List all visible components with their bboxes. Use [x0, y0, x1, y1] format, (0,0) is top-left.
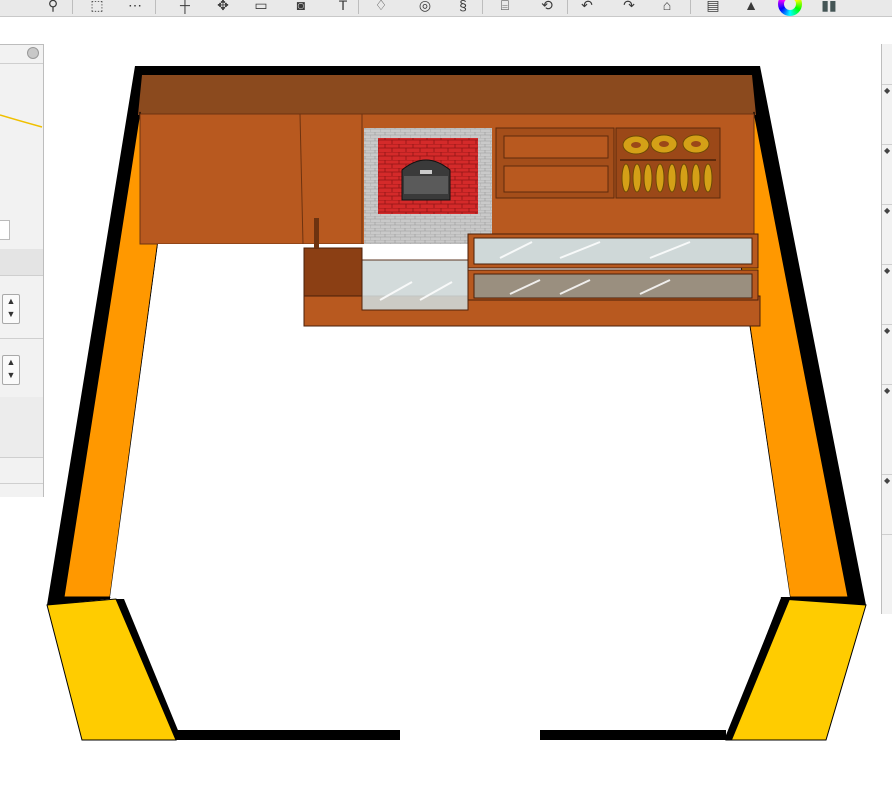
front-left-wall-edge: [116, 599, 182, 740]
value-stepper[interactable]: ▲ ▼: [2, 294, 20, 324]
baguette-group: [621, 163, 713, 193]
wall-seam: [299, 113, 304, 245]
layer-arrow-icon: ◆: [884, 266, 891, 275]
panel-header: [0, 45, 43, 64]
layer-arrow-icon: ◆: [884, 86, 891, 95]
layer-row[interactable]: ◆: [882, 144, 892, 205]
floor: [110, 244, 790, 597]
panels-icon[interactable]: ▮▮: [821, 0, 837, 13]
layer-row[interactable]: ◆: [882, 264, 892, 325]
text-icon[interactable]: T: [338, 0, 348, 13]
layer-arrow-icon: ◆: [884, 146, 891, 155]
panel-section: [0, 397, 43, 458]
marquee-icon[interactable]: ⬚: [90, 0, 104, 13]
shelf-compartment: [503, 165, 609, 193]
layer-row[interactable]: ◆: [882, 84, 892, 145]
counter-block: [303, 247, 363, 301]
toolbar-separator: [482, 0, 483, 14]
redo-icon[interactable]: ↷: [623, 0, 635, 13]
panel-close-icon[interactable]: [27, 47, 39, 59]
layer-arrow-icon: ◆: [884, 386, 891, 395]
layer-row[interactable]: ◆: [882, 474, 892, 535]
top-wall: [138, 75, 756, 115]
stepper-up-icon[interactable]: ▲: [6, 296, 16, 306]
counter-post: [314, 218, 319, 248]
panel-divider: [0, 337, 43, 339]
front-left-wall: [46, 598, 177, 741]
oven-handle: [420, 170, 432, 174]
stepper-down-icon[interactable]: ▼: [6, 309, 16, 319]
export-icon[interactable]: ⌂: [662, 0, 672, 13]
top-toolbar: ⚲ ⬚ ⋯ ┼ ✥ ▭ ◙ T ♢ ◎ § ⌸ ⟲ ↶ ↷ ⌂ ▤ ▲ ▮▮: [0, 0, 892, 17]
layer-row[interactable]: [882, 44, 892, 85]
stepper-down-icon[interactable]: ▼: [6, 370, 16, 380]
oven-door-panel: [404, 176, 448, 194]
bagel-group: [622, 134, 710, 155]
bucket-icon[interactable]: ◙: [296, 0, 306, 13]
rotate-icon[interactable]: ⟲: [541, 0, 553, 13]
glass-display-case: [361, 259, 469, 311]
toolbar-separator: [567, 0, 568, 14]
fill-icon[interactable]: ▲: [744, 0, 758, 13]
value-stepper[interactable]: ▲ ▼: [2, 355, 20, 385]
layer-arrow-icon: ◆: [884, 326, 891, 335]
layer-row[interactable]: ◆: [882, 384, 892, 475]
color-wheel-icon[interactable]: [778, 0, 802, 16]
zoom-icon[interactable]: ⚲: [47, 0, 59, 13]
panel-section: [0, 457, 43, 484]
lasso-select-icon[interactable]: ⋯: [128, 0, 142, 13]
toolbar-separator: [358, 0, 359, 14]
undo-icon[interactable]: ↶: [581, 0, 593, 13]
layers-icon[interactable]: ▤: [706, 0, 720, 13]
panel-section: [0, 249, 43, 276]
right-panel: ◆ ◆ ◆ ◆ ◆ ◆ ◆: [881, 44, 892, 614]
front-wall-base-right: [540, 730, 726, 740]
spiral-icon[interactable]: ◎: [418, 0, 432, 13]
crop-icon[interactable]: ┼: [180, 0, 190, 13]
move-icon[interactable]: ✥: [217, 0, 229, 13]
left-panel: ▲ ▼ ▲ ▼: [0, 44, 44, 497]
toolbar-separator: [72, 0, 73, 14]
layer-arrow-icon: ◆: [884, 476, 891, 485]
display-case-shelf: [473, 273, 753, 299]
layer-row[interactable]: ◆: [882, 204, 892, 265]
perspective-grid-icon[interactable]: ⌸: [500, 0, 510, 13]
glass-display-case: [473, 237, 753, 265]
shelf-compartment: [503, 135, 609, 159]
toolbar-separator: [155, 0, 156, 14]
stepper-up-icon[interactable]: ▲: [6, 357, 16, 367]
transform-icon[interactable]: ▭: [254, 0, 268, 13]
pen-icon[interactable]: ♢: [374, 0, 388, 13]
dropdown-field[interactable]: [0, 220, 10, 240]
toolbar-separator: [690, 0, 691, 14]
curve-preview-icon: [0, 114, 43, 128]
layer-row[interactable]: ◆: [882, 324, 892, 385]
warp-icon[interactable]: §: [459, 0, 467, 13]
glass-reflection: [379, 241, 691, 301]
layer-arrow-icon: ◆: [884, 206, 891, 215]
front-right-wall-edge: [724, 599, 790, 740]
front-right-wall: [725, 598, 867, 741]
front-wall-base-left: [176, 730, 400, 740]
